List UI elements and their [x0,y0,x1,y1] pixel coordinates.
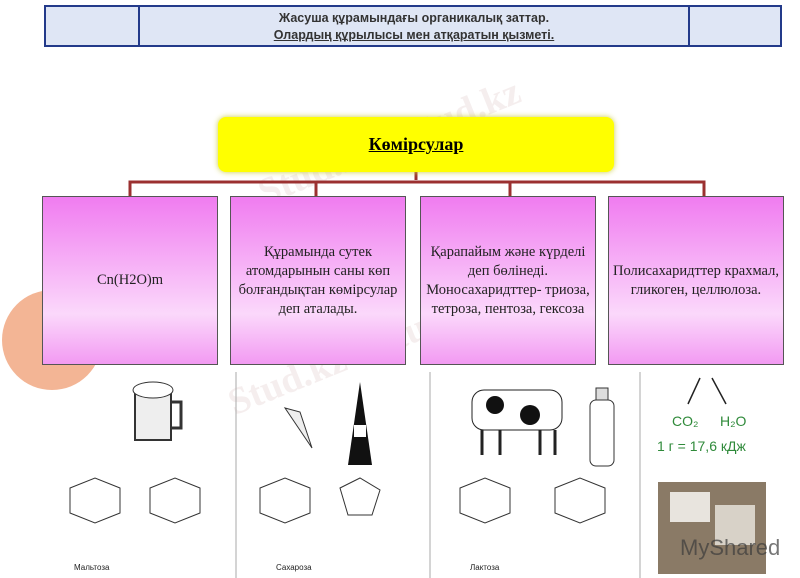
header-line-1: Жасуша құрамындағы органикалық заттар. [278,11,550,25]
polysaccharide-box: Полисахаридттер крахмал, гликоген, целлю… [608,196,784,365]
arrows-icon [687,377,727,405]
title-box: Көмірсулар [218,117,614,172]
formula-box: Cn(H2O)m [42,196,218,365]
classification-box: Қарапайым және күрделі деп бөлінеді. Мон… [420,196,596,365]
energy-label: 1 г = 17,6 кДж [657,438,746,454]
cow-icon [471,389,563,455]
maltose-label: Мальтоза [74,563,110,572]
sucrose-label: Сахароза [276,563,312,572]
header-line-2: Олардың құрылысы мен атқаратын қызметі. [273,28,555,42]
myshared-logo: MyShared [680,535,781,560]
beer-mug-icon [132,381,183,441]
lactose-label: Лактоза [470,563,500,572]
definition-box: Құрамында сутек атомдарынын саны көп бол… [230,196,406,365]
beet-icon [283,407,313,449]
slide-header: Жасуша құрамындағы органикалық заттар. Ол… [44,5,782,47]
illustrations [69,377,766,574]
milk-bottle-icon [589,387,615,467]
co2-label: CO₂ [672,413,699,429]
h2o-label: H₂O [720,413,747,429]
molecule-structures [69,477,606,524]
sugar-cone-icon [348,382,372,465]
